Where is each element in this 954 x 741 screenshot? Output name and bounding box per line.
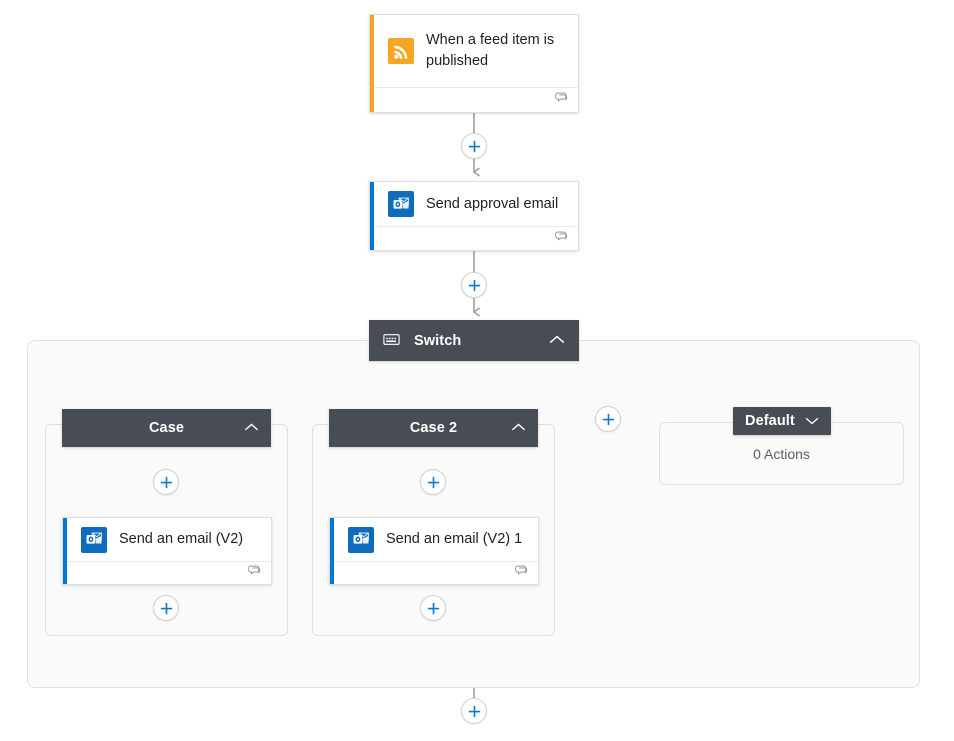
default-label: Default (745, 413, 795, 429)
trigger-title: When a feed item is published (426, 32, 555, 69)
add-step-after-switch[interactable] (461, 698, 487, 724)
chevron-down-icon[interactable] (805, 412, 819, 430)
add-case[interactable] (595, 406, 621, 432)
default-case-header[interactable]: Default (733, 407, 831, 435)
chevron-up-icon[interactable] (244, 419, 259, 437)
action-card-send-an-email-v2[interactable]: Send an email (V2) (62, 517, 272, 585)
add-step-case-2-top[interactable] (420, 469, 446, 495)
add-step-case-2-bottom[interactable] (420, 595, 446, 621)
trigger-card-footer (370, 87, 578, 112)
case-2-label: Case 2 (409, 420, 458, 436)
case-2-card-body: Send an email (V2) 1 (330, 518, 538, 561)
case-2-card-footer (330, 561, 538, 584)
case-1-label: Case (148, 420, 185, 436)
switch-icon (383, 332, 400, 350)
comment-icon[interactable] (247, 564, 261, 582)
case-1-header[interactable]: Case (62, 409, 271, 447)
add-step-case-1-top[interactable] (153, 469, 179, 495)
rss-icon (388, 38, 414, 64)
approval-card-footer (370, 226, 578, 250)
case-2-header[interactable]: Case 2 (329, 409, 538, 447)
chevron-up-icon[interactable] (549, 332, 565, 350)
trigger-accent-bar (370, 15, 374, 112)
action-accent-bar (370, 182, 374, 250)
case-2-action-title: Send an email (V2) 1 (386, 531, 523, 548)
comment-icon[interactable] (554, 230, 568, 248)
action-accent-bar (330, 518, 334, 584)
action-accent-bar (63, 518, 67, 584)
outlook-icon (348, 526, 374, 553)
action-card-send-an-email-v2-1[interactable]: Send an email (V2) 1 (329, 517, 539, 585)
approval-title: Send approval email (426, 195, 559, 212)
default-empty-label: 0 Actions (753, 445, 810, 462)
action-card-send-approval-email[interactable]: Send approval email (369, 181, 579, 251)
outlook-icon (388, 191, 414, 218)
outlook-icon (81, 526, 107, 553)
chevron-up-icon[interactable] (511, 419, 526, 437)
switch-header[interactable]: Switch (369, 320, 579, 361)
add-step-case-1-bottom[interactable] (153, 595, 179, 621)
case-1-card-footer (63, 561, 271, 584)
add-step-after-approval-email[interactable] (461, 272, 487, 298)
trigger-card-rss[interactable]: When a feed item is published (369, 14, 579, 113)
case-1-card-body: Send an email (V2) (63, 518, 271, 561)
add-step-after-trigger[interactable] (461, 133, 487, 159)
switch-label: Switch (414, 332, 462, 349)
comment-icon[interactable] (554, 91, 568, 109)
comment-icon[interactable] (514, 564, 528, 582)
case-1-action-title: Send an email (V2) (119, 531, 244, 548)
trigger-card-body: When a feed item is published (370, 15, 578, 87)
approval-card-body: Send approval email (370, 182, 578, 226)
